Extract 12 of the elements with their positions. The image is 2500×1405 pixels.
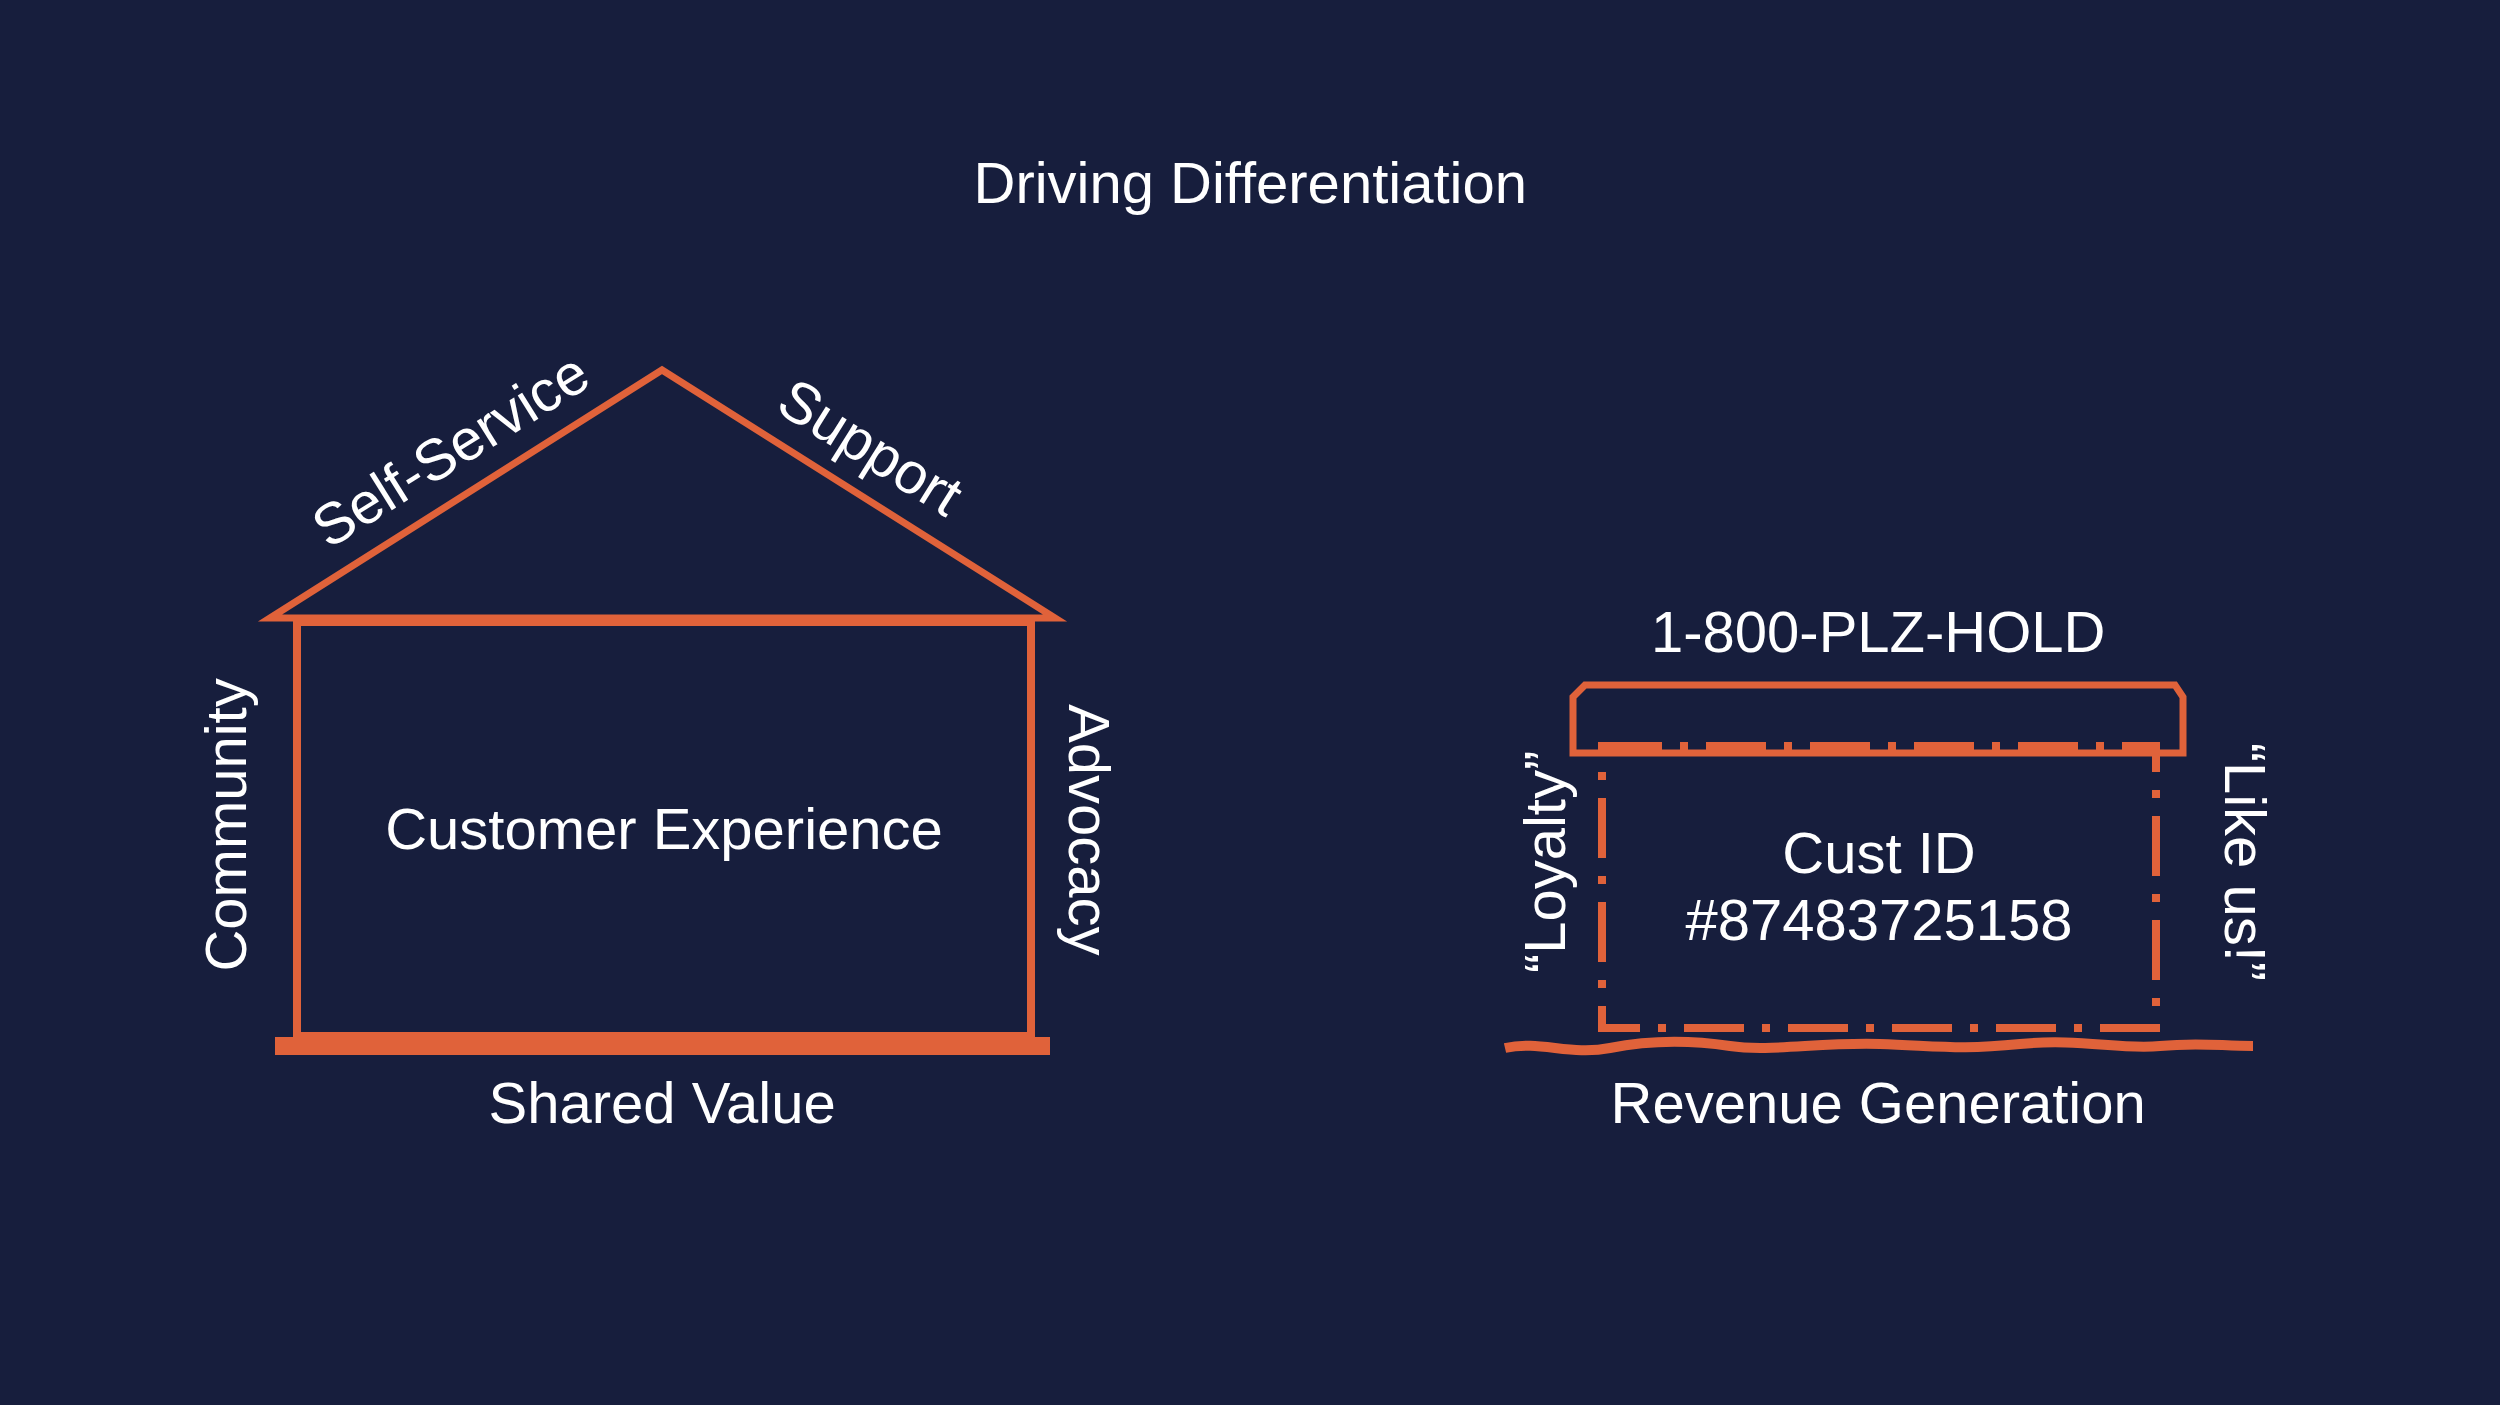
box-label: Customer Experience: [384, 795, 944, 863]
roof-label: 1-800-PLZ-HOLD: [1651, 600, 2106, 664]
slide-title: Driving Differentiation: [973, 151, 1527, 215]
wall-label: “Loyalty”: [1513, 750, 1578, 974]
base-label: Revenue Generation: [1610, 1071, 2146, 1135]
wall-label: Community: [193, 678, 258, 972]
base-label: Shared Value: [488, 1071, 836, 1135]
dashed-box: [1598, 742, 2160, 1032]
wall-label: Advocacy: [1056, 704, 1121, 956]
id-text: Cust ID #87483725158: [1684, 820, 2074, 954]
wall-label: “Like us!”: [2212, 742, 2277, 982]
house-wall-box: [293, 618, 1035, 1040]
